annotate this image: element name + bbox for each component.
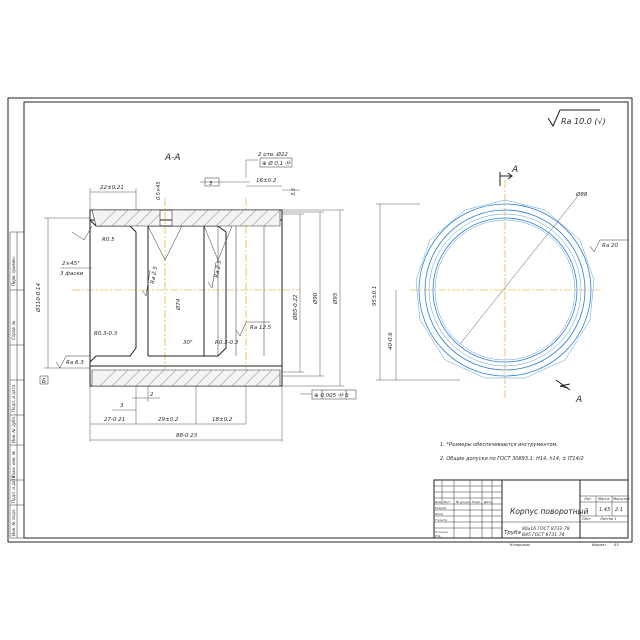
tb-tkontr: Т.контр. xyxy=(435,518,448,522)
section-view: А-А xyxy=(35,151,357,442)
tb-prov: Пров. xyxy=(435,512,444,516)
tb-material-2: 80х16 ГОСТ 8732-78 xyxy=(522,526,570,532)
dim-3: 3 xyxy=(120,403,124,409)
roughness-ra63: Ra 6.3 xyxy=(55,355,90,369)
dim-16: 16±0.2 xyxy=(256,178,277,184)
general-roughness: Ra 10.0 (√) xyxy=(547,109,606,128)
side-strip: Перв. примен. Справ. № Подп. и дата Инв.… xyxy=(9,231,25,539)
hatching xyxy=(99,209,281,387)
dim-r03-a: R0.3-0.3 xyxy=(94,331,118,337)
tb-scale-header: Масштаб xyxy=(613,497,630,501)
dim-5: 5 xyxy=(209,181,213,187)
dim-diam-110: Ø110-0.14 xyxy=(35,282,42,313)
tb-ndok: № докум. xyxy=(455,500,471,504)
kopiroval-caption: Копировал xyxy=(510,543,531,547)
tb-razrab: Разраб. xyxy=(435,506,447,510)
datum-b-box xyxy=(39,375,49,385)
dim-88: 88-0.23 xyxy=(176,433,198,439)
view-marker-top: А xyxy=(511,165,518,175)
tb-utv: Утв. xyxy=(435,534,441,538)
dim-29: 29±0.2 xyxy=(158,417,179,423)
side-label-0: Перв. примен. xyxy=(11,256,16,286)
side-label-4: Взам. инв. № xyxy=(11,451,16,478)
dim-angle-30: 30° xyxy=(183,340,193,346)
view-roughness-ra20: Ra 20 xyxy=(589,239,628,253)
tb-material-3: В45 ГОСТ 8731-74 xyxy=(522,532,565,538)
roughness-ra25b: Ra 2.5 xyxy=(207,259,223,289)
outer-frame xyxy=(7,97,633,543)
svg-text:Ra 2.5: Ra 2.5 xyxy=(214,259,223,278)
view-dim-40: 40-0.6 xyxy=(388,332,394,350)
tb-izm: Изм. Лист xyxy=(435,500,451,504)
format-value: A3 xyxy=(613,543,619,547)
dim-chamfer-top: 0.5×45 xyxy=(156,181,162,200)
dim-2: 2 xyxy=(150,392,154,398)
tb-mass: 1.43 xyxy=(599,507,610,513)
tb-podp: Подп. xyxy=(472,500,481,504)
svg-text:Ra 12.5: Ra 12.5 xyxy=(250,325,272,331)
roughness-ra25a: Ra 2.5 xyxy=(141,265,159,297)
svg-text:Ra 6.3: Ra 6.3 xyxy=(66,360,84,366)
side-label-6: Инв. № подл. xyxy=(11,508,16,536)
title-block: Изм. Лист № докум. Подп. Дата Разраб. Пр… xyxy=(433,479,630,539)
dim-27: 27-0.21 xyxy=(104,417,125,423)
end-view: Ø88 Ra 20 А А 95±0.1 40-0.6 xyxy=(372,165,628,405)
dim-22: 22±0.21 xyxy=(100,185,124,191)
tb-part-name: Корпус поворотный xyxy=(510,507,589,516)
position-tolerance-frame xyxy=(259,157,293,168)
runout-frame xyxy=(311,389,357,400)
side-label-5: Подп. и дата xyxy=(11,475,16,503)
technical-notes: 1. *Размеры обеспечиваются инструментом.… xyxy=(440,442,584,462)
section-label: А-А xyxy=(164,153,181,163)
view-marker-bottom: А xyxy=(575,395,582,405)
dim-18: 18±0.2 xyxy=(212,417,233,423)
note-1: 1. *Размеры обеспечиваются инструментом. xyxy=(440,442,558,448)
view-diam-88: Ø88 xyxy=(575,191,588,198)
tb-material-1: Труба xyxy=(504,530,521,536)
side-label-1: Справ. № xyxy=(11,321,16,340)
tb-nkontr: Н.контр. xyxy=(435,530,448,534)
tb-sheet: Лист xyxy=(581,517,592,521)
dim-r03-b: R0.3-0.3 xyxy=(215,340,239,346)
runout-tolerance: ⊕ 0.005 Ⓜ Б xyxy=(314,392,349,399)
datum-b: Б xyxy=(42,378,46,385)
dim-diam-74: Ø74 xyxy=(175,298,182,311)
view-dim-95: 95±0.1 xyxy=(372,286,378,306)
roughness-ra125: Ra 12.5 xyxy=(235,321,272,337)
tb-scale: 2:1 xyxy=(615,507,623,513)
dim-chamfer-count: 3 фаски xyxy=(60,271,84,277)
dim-chamfer: 2×45° xyxy=(62,261,80,267)
tb-lit-header: Лит. xyxy=(583,497,592,501)
tb-mass-header: Масса xyxy=(598,497,609,501)
svg-text:Ra 2.5: Ra 2.5 xyxy=(150,265,159,284)
dim-diam-85: Ø85-0.22 xyxy=(292,294,299,321)
tb-sheets: Листов 1 xyxy=(599,517,616,521)
position-tolerance: ⊕ Ø 0.1 Ⓜ xyxy=(262,160,292,167)
dim-3-5: 3.5 xyxy=(291,188,297,196)
general-roughness-label: Ra 10.0 (√) xyxy=(561,117,606,126)
side-label-2: Подп. и дата xyxy=(11,384,16,412)
side-label-3: Инв. № дубл. xyxy=(11,416,16,443)
dim-diam-95: Ø95 xyxy=(332,292,339,305)
format-caption: Формат xyxy=(592,543,607,547)
dim-2-holes: 2 отв. Ø22 xyxy=(258,151,288,158)
svg-text:Ra 20: Ra 20 xyxy=(602,243,618,249)
dim-r05: R0.5 xyxy=(102,237,115,243)
dim-diam-90: Ø90 xyxy=(312,292,319,305)
tb-data: Дата xyxy=(483,500,492,504)
note-2: 2. Общие допуски по ГОСТ 30893.1: H14, h… xyxy=(440,456,584,462)
